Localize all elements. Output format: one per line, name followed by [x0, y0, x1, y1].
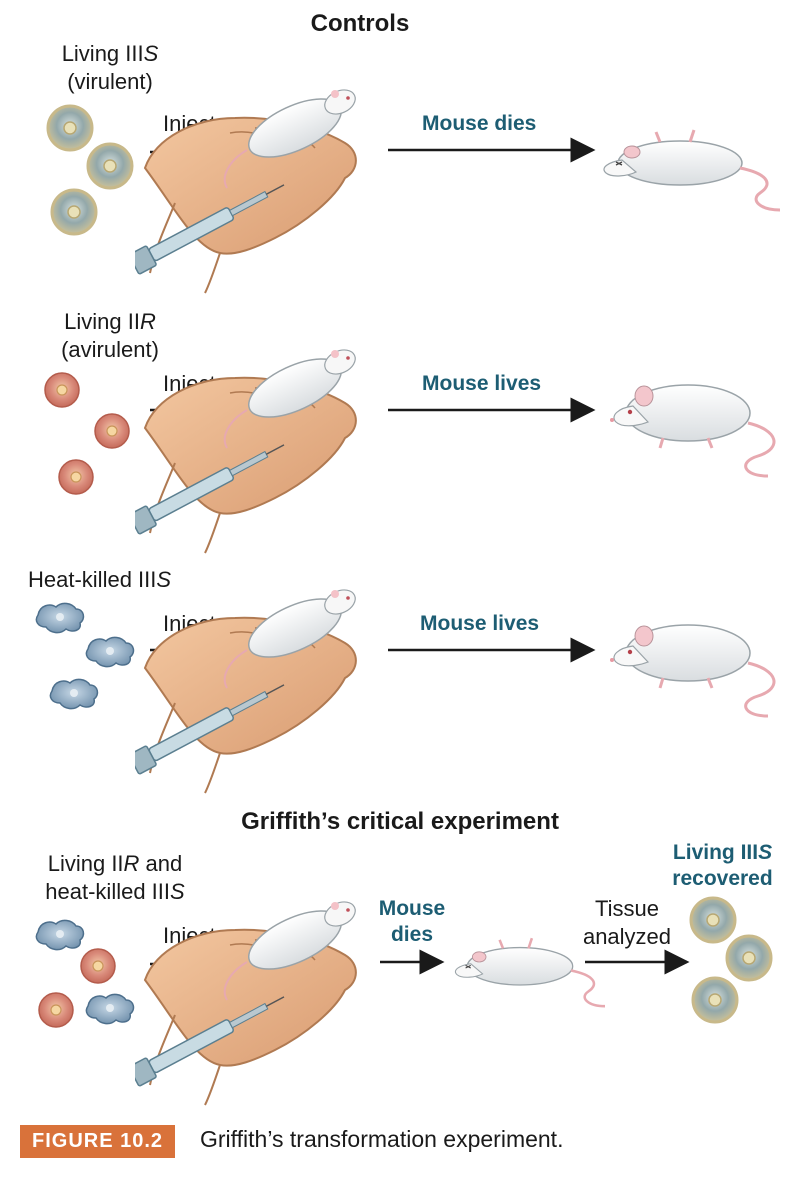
heat-killed-cell: [85, 636, 135, 668]
critical-label-line2: heat-killed III: [45, 879, 171, 904]
heat-killed-cell: [49, 678, 99, 710]
row2-outcome: Mouse lives: [422, 372, 542, 395]
row2-alive-mouse: [608, 383, 776, 478]
row3-hand-syringe-mouse: [135, 588, 361, 794]
critical-label-and: and: [139, 851, 183, 876]
rough-cell: [44, 372, 80, 408]
result-label: Living IIIS recovered: [660, 840, 785, 892]
smooth-cell: [46, 104, 94, 152]
critical-label: Living IIR and heat-killed IIIS: [30, 850, 200, 906]
row1-outcome: Mouse dies: [422, 112, 537, 135]
rough-cell: [80, 948, 116, 984]
row2-label-line1: Living II: [64, 309, 140, 334]
critical-heading: Griffith’s critical experiment: [241, 808, 559, 835]
row3-alive-mouse: [608, 623, 776, 718]
controls-heading: Controls: [310, 10, 410, 37]
tissue-label: Tissue analyzed: [572, 895, 682, 951]
figure-badge: FIGURE 10.2: [20, 1125, 176, 1158]
row1-label-italic: S: [143, 41, 159, 66]
row3-outcome: Mouse lives: [420, 612, 540, 635]
smooth-cell: [50, 188, 98, 236]
tissue-line1: Tissue: [595, 896, 659, 921]
row2-outcome-arrow: [388, 397, 596, 423]
row3-label-italic: S: [156, 567, 172, 592]
figure-caption: Griffith’s transformation experiment.: [200, 1126, 564, 1152]
critical-hand-syringe-mouse: [135, 900, 361, 1106]
critical-label-italic-r: R: [123, 851, 140, 876]
tissue-arrow: [585, 949, 690, 975]
row3-label: Heat-killed IIIS: [28, 566, 171, 594]
row1-outcome-arrow: [388, 137, 596, 163]
row1-hand-syringe-mouse: [135, 88, 361, 294]
critical-outcome: Mouse dies: [372, 896, 452, 948]
row1-label-line2: (virulent): [67, 69, 153, 94]
row1-label: Living IIIS (virulent): [40, 40, 180, 96]
critical-outcome-line1: Mouse: [378, 897, 446, 920]
row2-hand-syringe-mouse: [135, 348, 361, 554]
smooth-cell: [86, 142, 134, 190]
result-italic: S: [758, 841, 773, 864]
critical-outcome-arrow: [380, 949, 445, 975]
heat-killed-cell: [35, 919, 85, 951]
result-line1: Living III: [672, 841, 759, 864]
recovered-cells: [689, 896, 773, 1024]
tissue-line2: analyzed: [582, 924, 672, 949]
result-line2: recovered: [672, 867, 773, 890]
smooth-cell: [725, 934, 773, 982]
smooth-cell: [689, 896, 737, 944]
heat-killed-cell: [85, 993, 135, 1025]
rough-cell: [58, 459, 94, 495]
smooth-cell: [691, 976, 739, 1024]
heat-killed-cell: [35, 602, 85, 634]
row2-label: Living IIR (avirulent): [35, 308, 185, 364]
row1-label-line1: Living III: [61, 41, 144, 66]
rough-cell: [38, 992, 74, 1028]
critical-label-line1: Living II: [47, 851, 124, 876]
row3-outcome-arrow: [388, 637, 596, 663]
row2-label-italic: R: [139, 309, 156, 334]
critical-outcome-line2: dies: [390, 923, 434, 946]
rough-cell: [94, 413, 130, 449]
critical-label-italic-s: S: [170, 879, 185, 904]
row2-label-line2: (avirulent): [61, 337, 159, 362]
row3-label-line1: Heat-killed III: [28, 567, 157, 592]
row1-dead-mouse: [602, 128, 782, 212]
